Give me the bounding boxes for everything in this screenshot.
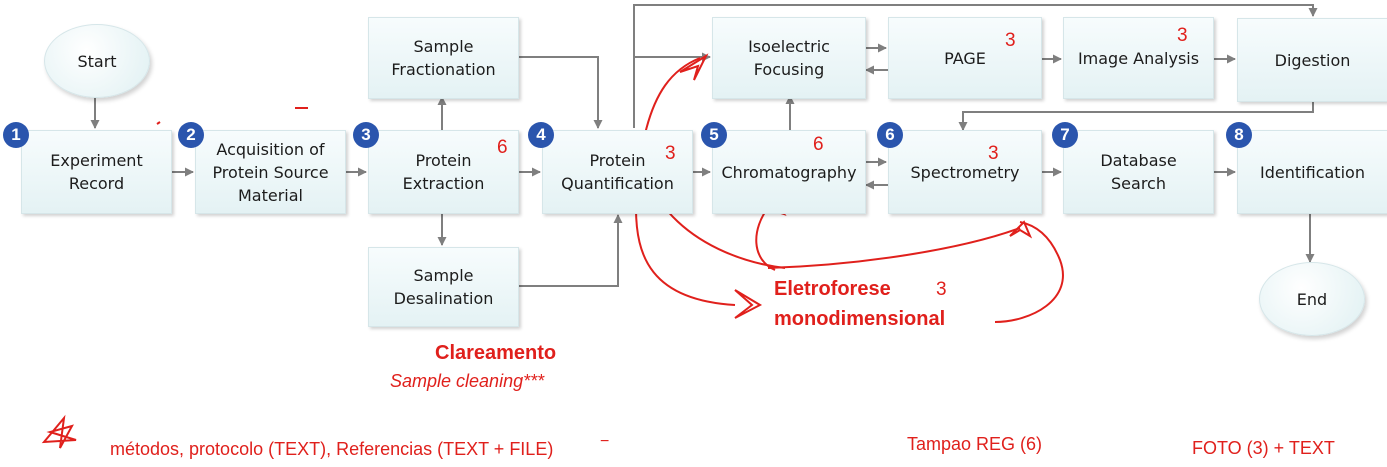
badge-4: 4	[528, 122, 554, 148]
red-curve-to-chromatography	[755, 204, 776, 271]
handwritten-annotations	[41, 53, 1064, 449]
step-acquisition: Acquisition of Protein Source Material	[195, 130, 346, 214]
step-page: PAGE	[888, 17, 1042, 99]
red-arrowhead-eletroforese	[734, 289, 763, 319]
arrow-quantification-to-isoelectric	[633, 52, 711, 128]
red-arrowhead-spectrometry	[1009, 220, 1033, 239]
step-chromatography: Chromatography	[712, 130, 866, 214]
annotation-extraction-count: 6	[497, 137, 508, 158]
badge-3: 3	[353, 122, 379, 148]
annotation-monodimensional: monodimensional	[774, 308, 946, 330]
annotation-quantification-count: 3	[665, 143, 676, 164]
annotation-foto: FOTO (3) + TEXT	[1192, 438, 1335, 458]
step-identification: Identification	[1237, 130, 1387, 214]
step-protein-quantification: Protein Quantification	[542, 130, 693, 214]
arrow-desalination-to-quantification	[517, 214, 623, 287]
red-arrowhead-isoelectric	[679, 53, 709, 81]
annotation-image-analysis-count: 3	[1177, 25, 1188, 46]
step-image-analysis: Image Analysis	[1063, 17, 1214, 99]
annotation-sample-cleaning: Sample cleaning***	[390, 371, 545, 391]
badge-2: 2	[178, 122, 204, 148]
arrow-fractionation-to-quantification	[517, 56, 603, 129]
annotation-spectrometry-count: 3	[988, 143, 999, 164]
badge-6: 6	[877, 122, 903, 148]
badge-5: 5	[701, 122, 727, 148]
annotation-metodos-suffix: −	[600, 433, 610, 450]
annotation-tampao: Tampao REG (6)	[907, 434, 1043, 454]
red-curve-monodimensional-return	[994, 221, 1064, 323]
step-sample-desalination: Sample Desalination	[368, 247, 519, 327]
badge-8: 8	[1226, 122, 1252, 148]
annotation-page-count: 3	[1005, 30, 1016, 51]
start-node: Start	[44, 24, 150, 98]
step-sample-fractionation: Sample Fractionation	[368, 17, 519, 99]
annotation-clareamento: Clareamento	[435, 342, 557, 364]
end-node: End	[1259, 262, 1365, 336]
arrow-digestion-to-spectrometry	[958, 100, 1314, 131]
arrow-quantification-to-digestion	[633, 4, 1318, 128]
annotation-eletroforese: Eletroforese	[774, 278, 891, 300]
step-protein-extraction: Protein Extraction	[368, 130, 519, 214]
annotation-metodos: métodos, protocolo (TEXT), Referencias (…	[110, 439, 554, 459]
red-tick-mark	[156, 121, 161, 125]
step-spectrometry: Spectrometry	[888, 130, 1042, 214]
start-label: Start	[77, 51, 117, 71]
red-curve-to-spectrometry	[767, 227, 1021, 269]
badge-7: 7	[1052, 122, 1078, 148]
annotation-chromatography-count: 6	[813, 134, 824, 155]
step-isoelectric-focusing: Isoelectric Focusing	[712, 17, 866, 99]
red-star-legend	[41, 414, 77, 449]
step-digestion: Digestion	[1237, 18, 1387, 102]
badge-1: 1	[3, 122, 29, 148]
step-database-search: Database Search	[1063, 130, 1214, 214]
step-experiment-record: Experiment Record	[21, 130, 172, 214]
end-label: End	[1296, 289, 1328, 309]
red-curve-quantification-to-eletroforese	[635, 207, 736, 306]
annotation-eletroforese-count: 3	[936, 279, 947, 300]
